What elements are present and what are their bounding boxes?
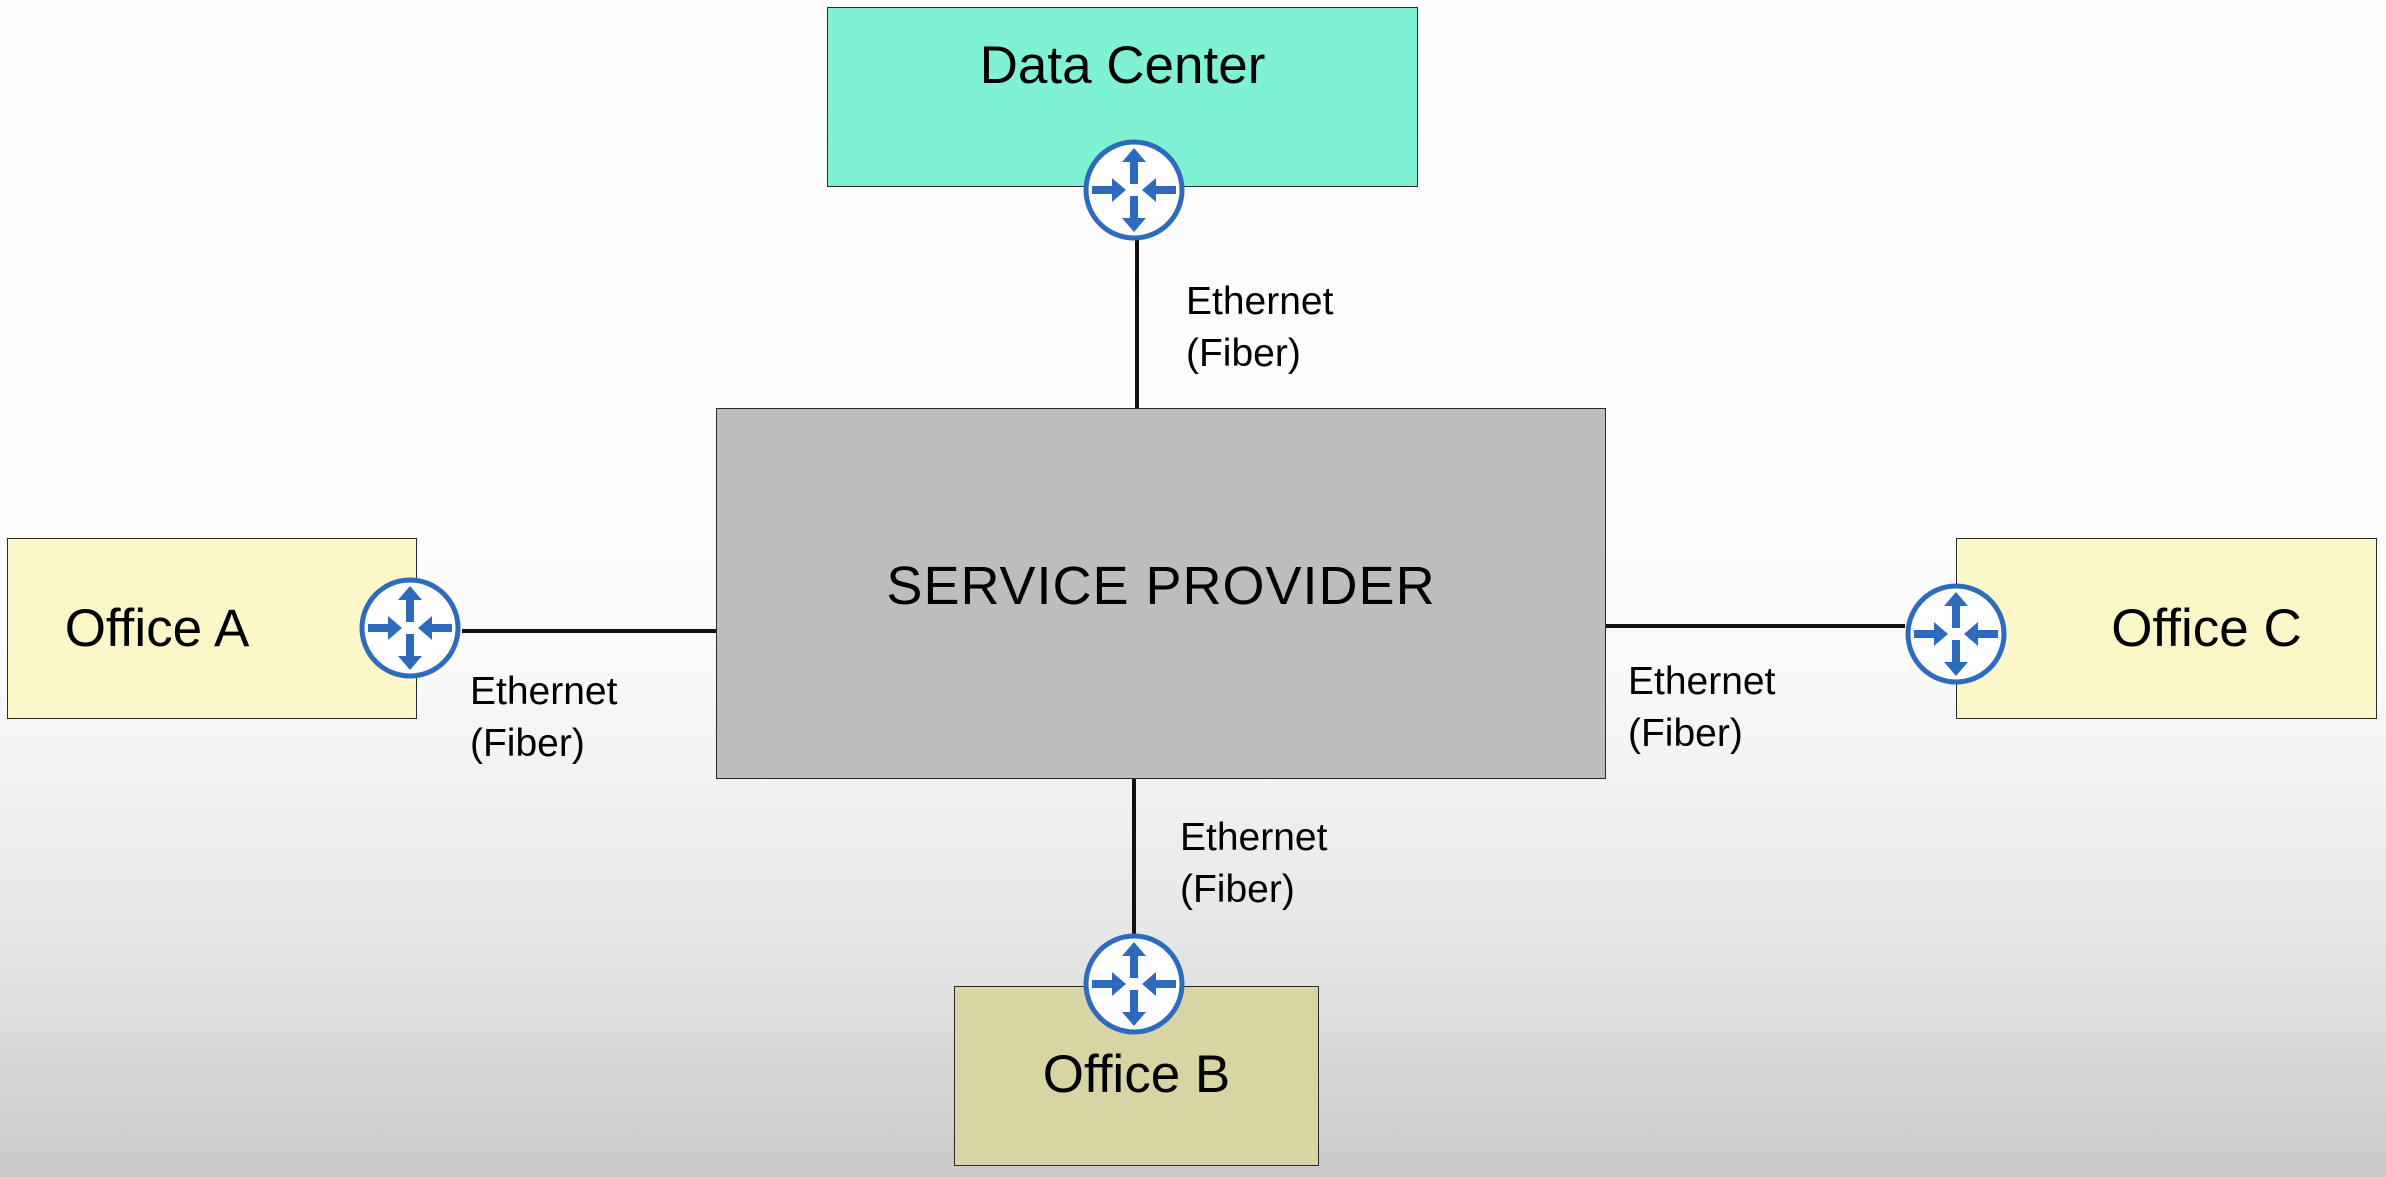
link-label-office-b-line2: (Fiber) <box>1180 868 1295 911</box>
link-label-data-center-line1: Ethernet <box>1186 280 1334 323</box>
link-label-office-c-line2: (Fiber) <box>1628 712 1743 755</box>
link-label-office-b: Ethernet (Fiber) <box>1180 812 1327 916</box>
link-label-office-b-line1: Ethernet <box>1180 816 1328 859</box>
link-label-office-c: Ethernet (Fiber) <box>1628 656 1775 760</box>
office-c-box: Office C <box>1956 538 2377 719</box>
router-icon <box>1083 139 1185 241</box>
service-provider-label: SERVICE PROVIDER <box>886 555 1436 616</box>
link-label-office-a-line2: (Fiber) <box>470 722 585 765</box>
link-label-data-center: Ethernet (Fiber) <box>1186 276 1333 380</box>
office-b-label: Office B <box>1042 1044 1231 1104</box>
office-c-label: Office C <box>2111 599 2302 658</box>
router-icon <box>1905 583 2007 685</box>
link-label-office-a: Ethernet (Fiber) <box>470 666 617 770</box>
link-label-office-a-line1: Ethernet <box>470 670 618 713</box>
router-icon <box>1083 933 1185 1035</box>
office-a-box: Office A <box>7 538 417 719</box>
service-provider-box: SERVICE PROVIDER <box>716 408 1606 779</box>
router-icon <box>359 577 461 679</box>
data-center-label: Data Center <box>979 35 1266 95</box>
office-a-label: Office A <box>64 599 250 658</box>
link-label-data-center-line2: (Fiber) <box>1186 332 1301 375</box>
link-label-office-c-line1: Ethernet <box>1628 660 1776 703</box>
